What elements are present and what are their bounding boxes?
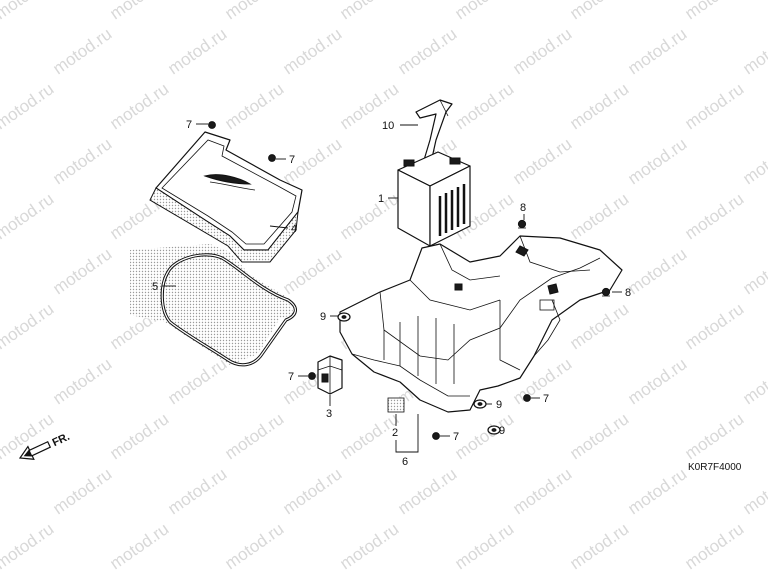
screw-8b bbox=[601, 287, 611, 297]
bolt-7e bbox=[432, 432, 440, 440]
bolt-7a bbox=[208, 121, 216, 129]
watermark-text: motod.ru bbox=[624, 134, 690, 188]
collar-9a bbox=[337, 312, 351, 322]
callout-3: 3 bbox=[326, 408, 332, 420]
battery-tray bbox=[339, 235, 623, 413]
watermark-text: motod.ru bbox=[49, 464, 115, 518]
watermark-text: motod.ru bbox=[0, 189, 57, 243]
screw-8a bbox=[517, 219, 527, 229]
callout-9: 9 bbox=[496, 399, 502, 411]
callout-4: 4 bbox=[291, 223, 297, 235]
watermark-text: motod.ru bbox=[681, 519, 747, 573]
watermark-text: motod.ru bbox=[681, 0, 747, 23]
watermark-text: motod.ru bbox=[394, 464, 460, 518]
bolt-7c bbox=[308, 372, 316, 380]
watermark-text: motod.ru bbox=[279, 244, 345, 298]
watermark-text: motod.ru bbox=[336, 189, 402, 243]
watermark-text: motod.ru bbox=[739, 354, 768, 408]
diagram-code: K0R7F4000 bbox=[688, 462, 742, 473]
watermark-text: motod.ru bbox=[566, 189, 632, 243]
callout-9: 9 bbox=[499, 425, 505, 437]
callout-7: 7 bbox=[288, 371, 294, 383]
callout-7: 7 bbox=[453, 431, 459, 443]
callout-7: 7 bbox=[543, 393, 549, 405]
callout-7: 7 bbox=[289, 154, 295, 166]
watermark-text: motod.ru bbox=[0, 299, 57, 353]
watermark-text: motod.ru bbox=[221, 0, 287, 23]
clip bbox=[317, 355, 343, 395]
watermark-text: motod.ru bbox=[49, 354, 115, 408]
callout-8: 8 bbox=[520, 202, 526, 214]
watermark-text: motod.ru bbox=[624, 244, 690, 298]
front-arrow-label: FR. bbox=[51, 431, 72, 449]
watermark-text: motod.ru bbox=[624, 24, 690, 78]
callout-7: 7 bbox=[186, 119, 192, 131]
watermark-text: motod.ru bbox=[566, 0, 632, 23]
watermark-text: motod.ru bbox=[106, 519, 172, 573]
watermark-text: motod.ru bbox=[106, 409, 172, 463]
watermark-text: motod.ru bbox=[451, 79, 517, 133]
watermark-text: motod.ru bbox=[451, 0, 517, 23]
bolt-7d bbox=[523, 394, 531, 402]
collar-9b bbox=[473, 399, 487, 409]
collar-9c bbox=[487, 425, 501, 435]
watermark-text: motod.ru bbox=[739, 244, 768, 298]
watermark-text: motod.ru bbox=[221, 409, 287, 463]
watermark-text: motod.ru bbox=[164, 24, 230, 78]
bolt-7b bbox=[268, 154, 276, 162]
watermark-text: motod.ru bbox=[279, 24, 345, 78]
watermark-text: motod.ru bbox=[221, 79, 287, 133]
watermark-text: motod.ru bbox=[509, 464, 575, 518]
watermark-text: motod.ru bbox=[0, 0, 57, 23]
callouts: 7 7 4 5 1 10 8 8 9 9 9 7 7 3 7 2 6 bbox=[152, 119, 631, 468]
watermark-text: motod.ru bbox=[624, 464, 690, 518]
callout-2: 2 bbox=[392, 427, 398, 439]
callout-9: 9 bbox=[320, 311, 326, 323]
watermark-text: motod.ru bbox=[164, 354, 230, 408]
watermark-text: motod.ru bbox=[336, 0, 402, 23]
callout-5: 5 bbox=[152, 281, 158, 293]
watermark-text: motod.ru bbox=[739, 134, 768, 188]
watermark-text: motod.ru bbox=[336, 519, 402, 573]
watermark-text: motod.ru bbox=[681, 409, 747, 463]
watermark-text: motod.ru bbox=[451, 519, 517, 573]
watermark-text: motod.ru bbox=[624, 354, 690, 408]
watermark-text: motod.ru bbox=[681, 79, 747, 133]
watermark-text: motod.ru bbox=[0, 519, 57, 573]
watermark-text: motod.ru bbox=[681, 299, 747, 353]
fasteners bbox=[208, 121, 611, 440]
watermark-text: motod.ru bbox=[739, 464, 768, 518]
cover-seal bbox=[130, 244, 297, 367]
battery-cover bbox=[149, 131, 303, 263]
watermark-text: motod.ru bbox=[279, 464, 345, 518]
watermark-text: motod.ru bbox=[49, 134, 115, 188]
watermark-text: motod.ru bbox=[681, 189, 747, 243]
watermark-text: motod.ru bbox=[566, 79, 632, 133]
watermark-text: motod.ru bbox=[509, 134, 575, 188]
watermark-text: motod.ru bbox=[106, 79, 172, 133]
watermark-text: motod.ru bbox=[394, 24, 460, 78]
watermark-text: motod.ru bbox=[509, 24, 575, 78]
callout-1: 1 bbox=[378, 193, 384, 205]
watermark-text: motod.ru bbox=[566, 409, 632, 463]
callout-8: 8 bbox=[625, 287, 631, 299]
watermark-text: motod.ru bbox=[49, 244, 115, 298]
watermark-text: motod.ru bbox=[451, 409, 517, 463]
callout-6: 6 bbox=[402, 456, 408, 468]
battery bbox=[397, 151, 471, 247]
callout-10: 10 bbox=[382, 120, 394, 132]
watermark-text: motod.ru bbox=[739, 24, 768, 78]
watermark-text: motod.ru bbox=[566, 299, 632, 353]
watermark-text: motod.ru bbox=[49, 24, 115, 78]
watermark-text: motod.ru bbox=[221, 519, 287, 573]
watermark-text: motod.ru bbox=[106, 0, 172, 23]
watermark-text: motod.ru bbox=[0, 79, 57, 133]
watermark-text: motod.ru bbox=[566, 519, 632, 573]
watermark-text: motod.ru bbox=[164, 464, 230, 518]
leader-lines bbox=[162, 123, 622, 453]
